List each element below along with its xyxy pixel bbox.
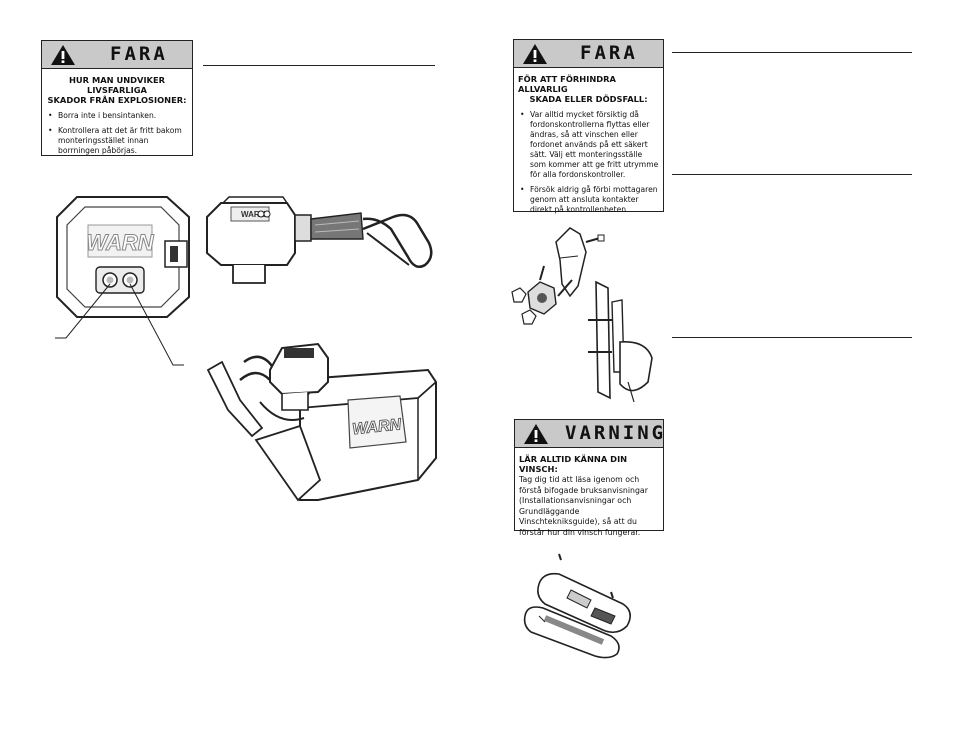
danger-heading: FARA	[110, 43, 168, 65]
danger-subtitle-line1: HUR MAN UNDVIKER LIVSFARLIGA	[68, 75, 166, 95]
warning-heading: VARNING	[565, 422, 667, 444]
brand-logo: WARN	[241, 210, 266, 219]
brand-logo: WARN	[86, 230, 154, 255]
danger-subtitle-line1: FÖR ATT FÖRHINDRA ALLVARLIG	[518, 74, 616, 94]
danger-heading: FARA	[580, 42, 638, 64]
danger-box-right: FARA FÖR ATT FÖRHINDRA ALLVARLIG SKADA E…	[513, 39, 664, 215]
bullet-item: Var alltid mycket försiktig då fordonsko…	[518, 110, 659, 180]
warning-box: VARNING LÄR ALLTID KÄNNA DIN VINSCH: Tag…	[514, 419, 664, 537]
danger-subtitle-line2: SKADA ELLER DÖDSFALL:	[529, 94, 648, 104]
rule-line	[672, 174, 912, 175]
warning-triangle-icon	[524, 424, 548, 444]
bullet-item: Borra inte i bensintanken.	[46, 111, 188, 121]
danger-subtitle: FÖR ATT FÖRHINDRA ALLVARLIG SKADA ELLER …	[518, 74, 659, 104]
winch-controller-illustration: WARN	[206, 342, 437, 502]
warning-triangle-icon	[51, 45, 75, 65]
bullet-item: Försök aldrig gå förbi mottagaren genom …	[518, 185, 659, 215]
warning-triangle-icon	[523, 44, 547, 64]
danger-header-left: FARA	[42, 41, 192, 69]
danger-bullets-right: Var alltid mycket försiktig då fordonsko…	[518, 110, 659, 215]
danger-subtitle: HUR MAN UNDVIKER LIVSFARLIGA SKADOR FRÅN…	[46, 75, 188, 105]
warning-subtitle: LÄR ALLTID KÄNNA DIN VINSCH:	[519, 454, 628, 474]
bullet-item: Kontrollera att det är fritt bakom monte…	[46, 126, 188, 156]
remote-disassembly-illustration	[523, 553, 631, 659]
danger-box-left: FARA HUR MAN UNDVIKER LIVSFARLIGA SKADOR…	[41, 40, 193, 156]
rule-line	[203, 65, 435, 66]
danger-subtitle-line2: SKADOR FRÅN EXPLOSIONER:	[47, 95, 187, 105]
rule-line	[672, 337, 912, 338]
mounting-hardware-illustration	[511, 227, 653, 403]
warning-header: VARNING	[515, 420, 663, 448]
controller-front-illustration: WARN	[56, 196, 190, 318]
danger-bullets-left: Borra inte i bensintanken. Kontrollera a…	[46, 111, 188, 156]
danger-header-right: FARA	[514, 40, 663, 68]
brand-logo: WARN	[351, 416, 402, 438]
rule-line	[672, 52, 912, 53]
controller-carabiner-illustration: WARN	[206, 196, 433, 284]
warning-body: Tag dig tid att läsa igenom och förstå b…	[519, 475, 648, 537]
